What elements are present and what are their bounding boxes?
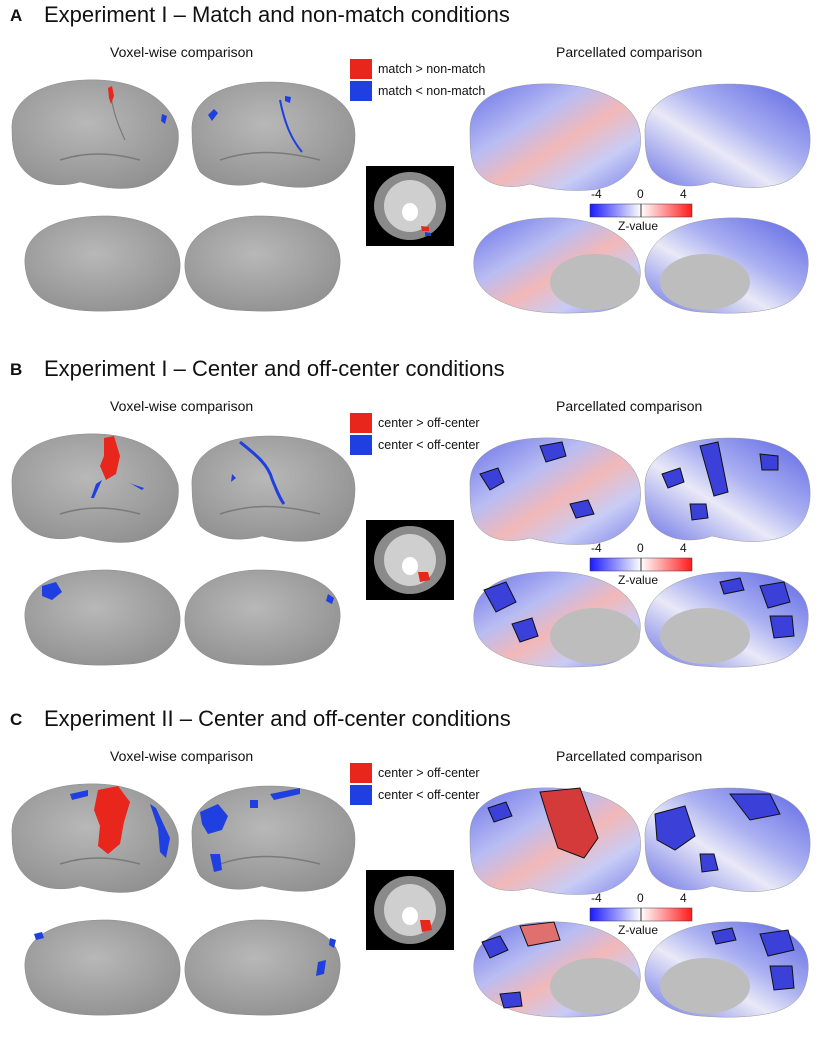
brain-figure xyxy=(11,783,811,1018)
parcel-lateral-right xyxy=(644,787,811,892)
z-min-label: -4 xyxy=(591,891,602,905)
legend-entry: center < off-center xyxy=(350,784,480,806)
legend-label: center < off-center xyxy=(378,438,480,452)
voxel-medial-right xyxy=(184,919,341,1016)
z-title-label: Z-value xyxy=(618,923,659,937)
legend-swatch xyxy=(350,785,372,805)
legend-label: match < non-match xyxy=(378,84,486,98)
legend-entry: center < off-center xyxy=(350,434,480,456)
voxel-lateral-right xyxy=(191,81,356,188)
legend-label: center > off-center xyxy=(378,766,480,780)
legend-swatch xyxy=(350,59,372,79)
panel-letter: C xyxy=(10,710,23,729)
legend-label: center < off-center xyxy=(378,788,480,802)
parcellated-label: Parcellated comparison xyxy=(556,44,703,60)
z-mid-label: 0 xyxy=(637,541,644,555)
voxel-wise-label: Voxel-wise comparison xyxy=(110,44,254,60)
parcel-medial-right xyxy=(644,921,809,1018)
parcel-lateral-left xyxy=(469,83,641,191)
parcel-medial-right xyxy=(644,571,809,668)
parcel-lateral-right xyxy=(644,437,811,542)
parcel-medial-right xyxy=(644,217,809,314)
z-mid-label: 0 xyxy=(637,891,644,905)
voxel-lateral-left xyxy=(11,783,179,893)
legend-swatch xyxy=(350,435,372,455)
voxel-medial-right xyxy=(184,215,341,312)
legend-entry: center > off-center xyxy=(350,412,480,434)
parcel-lateral-right xyxy=(644,83,811,188)
parcellated-label: Parcellated comparison xyxy=(556,398,703,414)
z-min-label: -4 xyxy=(591,187,602,201)
voxel-medial-left xyxy=(24,919,181,1016)
parcel-medial-left xyxy=(473,217,641,314)
legend: match > non-match match < non-match xyxy=(350,58,485,102)
panel-title: Experiment II – Center and off-center co… xyxy=(44,706,511,731)
legend-entry: match < non-match xyxy=(350,80,485,102)
voxel-lateral-right xyxy=(191,435,356,542)
voxel-medial-right xyxy=(184,569,341,666)
panel-a: A Experiment I – Match and non-match con… xyxy=(0,0,829,345)
z-min-label: -4 xyxy=(591,541,602,555)
legend-swatch xyxy=(350,763,372,783)
brain-figure xyxy=(11,79,811,314)
brain-figure xyxy=(11,433,811,668)
panel-title: Experiment I – Center and off-center con… xyxy=(44,356,505,381)
z-max-label: 4 xyxy=(680,541,687,555)
parcel-lateral-left xyxy=(469,437,641,545)
legend-entry: center > off-center xyxy=(350,762,480,784)
panel-letter: A xyxy=(10,6,23,25)
parcel-medial-left xyxy=(473,921,641,1018)
parcel-lateral-left xyxy=(469,787,641,895)
axial-slice-image xyxy=(366,870,454,950)
panel-title: Experiment I – Match and non-match condi… xyxy=(44,2,510,27)
panel-b: B Experiment I – Center and off-center c… xyxy=(0,354,829,699)
z-mid-label: 0 xyxy=(637,187,644,201)
panel-letter: B xyxy=(10,360,23,379)
z-title-label: Z-value xyxy=(618,219,659,233)
legend-label: center > off-center xyxy=(378,416,480,430)
voxel-medial-left xyxy=(24,569,181,666)
axial-slice-image xyxy=(366,520,454,600)
z-title-label: Z-value xyxy=(618,573,659,587)
voxel-lateral-left xyxy=(11,79,179,189)
voxel-wise-label: Voxel-wise comparison xyxy=(110,398,254,414)
legend: center > off-center center < off-center xyxy=(350,412,480,456)
legend: center > off-center center < off-center xyxy=(350,762,480,806)
legend-label: match > non-match xyxy=(378,62,486,76)
z-max-label: 4 xyxy=(680,891,687,905)
legend-swatch xyxy=(350,413,372,433)
parcellated-label: Parcellated comparison xyxy=(556,748,703,764)
panel-c: C Experiment II – Center and off-center … xyxy=(0,704,829,1049)
voxel-medial-left xyxy=(24,215,181,312)
axial-slice-image xyxy=(366,166,454,246)
voxel-wise-label: Voxel-wise comparison xyxy=(110,748,254,764)
legend-entry: match > non-match xyxy=(350,58,485,80)
z-max-label: 4 xyxy=(680,187,687,201)
legend-swatch xyxy=(350,81,372,101)
voxel-lateral-left xyxy=(11,433,179,543)
voxel-lateral-right xyxy=(191,785,356,892)
parcel-medial-left xyxy=(473,571,641,668)
